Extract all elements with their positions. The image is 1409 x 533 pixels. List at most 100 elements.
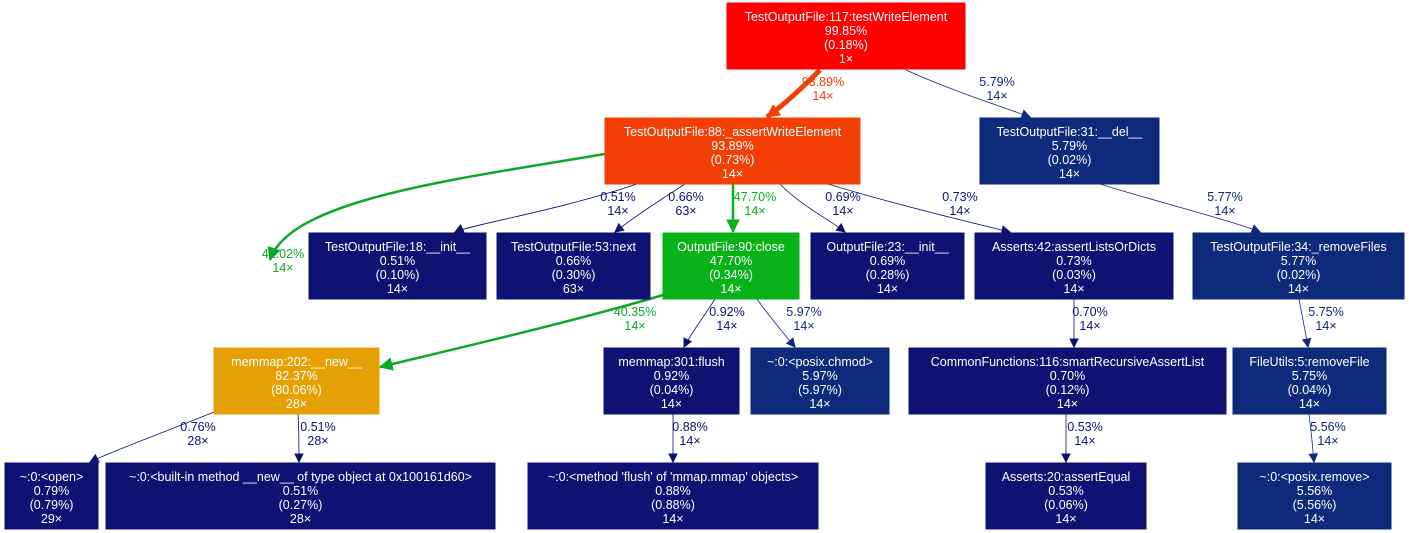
edge-count-label: 14× (1214, 204, 1235, 218)
edge-percent-label: 5.77% (1207, 190, 1242, 204)
edge-arrowhead (1061, 453, 1071, 464)
call-node-test117[interactable]: TestOutputFile:117:testWriteElement99.85… (726, 2, 966, 70)
node-function-name: TestOutputFile:34:_removeFiles (1210, 240, 1386, 254)
edge-arrowhead (785, 337, 796, 348)
call-node-chmod[interactable]: ~:0:<posix.chmod>5.97%(5.97%)14× (750, 347, 890, 415)
node-call-count: 14× (661, 397, 682, 411)
edge-arrowhead (683, 337, 693, 349)
call-node-remove34[interactable]: TestOutputFile:34:_removeFiles5.77%(0.02… (1192, 232, 1405, 300)
node-function-name: memmap:301:flush (618, 355, 724, 369)
edge-percent-label: 40.35% (614, 305, 656, 319)
call-node-memnew202[interactable]: memmap:202:__new__82.37%(80.06%)28× (213, 347, 380, 415)
edge-count-label: 14× (986, 89, 1007, 103)
call-node-smart116[interactable]: CommonFunctions:116:smartRecursiveAssert… (908, 347, 1227, 415)
edge-line (268, 152, 606, 261)
node-self-percent: (5.97%) (798, 383, 842, 397)
edge-arrowhead (1250, 224, 1262, 234)
edge-percent-label: 0.69% (825, 190, 860, 204)
node-total-percent: 5.97% (802, 369, 837, 383)
call-node-asserts42[interactable]: Asserts:42:assertListsOrDicts0.73%(0.03%… (974, 232, 1174, 300)
edge-count-label: 14× (832, 204, 853, 218)
call-node-builtin_new[interactable]: ~:0:<built-in method __new__ of type obj… (105, 462, 496, 530)
call-edge-e13: 0.70%14× (1069, 299, 1108, 349)
node-total-percent: 0.92% (654, 369, 689, 383)
edge-arrowhead (1301, 337, 1312, 349)
node-self-percent: (0.02%) (1048, 153, 1092, 167)
node-box (105, 462, 496, 530)
node-self-percent: (0.34%) (709, 268, 753, 282)
edge-arrowhead (378, 357, 394, 371)
edge-arrowhead (89, 453, 100, 463)
node-function-name: TestOutputFile:31:__del__ (997, 125, 1144, 139)
node-box (985, 462, 1147, 530)
call-edge-e9: 5.77%14× (1099, 183, 1262, 234)
node-self-percent: (0.12%) (1046, 383, 1090, 397)
call-edge-e18: 0.53%14× (1061, 414, 1103, 464)
node-total-percent: 0.70% (1050, 369, 1085, 383)
edge-count-label: 14× (744, 204, 765, 218)
node-total-percent: 0.53% (1048, 484, 1083, 498)
edge-count-label: 14× (949, 204, 970, 218)
edge-count-label: 14× (716, 319, 737, 333)
node-function-name: ~:0:<posix.chmod> (767, 355, 873, 369)
call-edge-e17: 0.88%14× (668, 414, 708, 464)
call-edge-e1: 93.89%14× (765, 68, 844, 120)
edge-line (89, 411, 215, 463)
node-self-percent: (0.06%) (1044, 498, 1088, 512)
node-box (810, 232, 965, 300)
node-function-name: ~:0:<method 'flush' of 'mmap.mmap' objec… (548, 470, 798, 484)
node-total-percent: 0.51% (283, 484, 318, 498)
node-self-percent: (0.18%) (824, 38, 868, 52)
edge-percent-label: 0.51% (600, 190, 635, 204)
call-edge-e5: 0.66%63× (614, 183, 704, 233)
call-node-posixremove[interactable]: ~:0:<posix.remove>5.56%(5.56%)14× (1237, 462, 1392, 530)
edge-arrowhead (1020, 109, 1032, 119)
edge-percent-label: 5.97% (786, 305, 821, 319)
node-self-percent: (80.06%) (271, 383, 322, 397)
edge-percent-label: 0.73% (942, 190, 977, 204)
node-self-percent: (0.88%) (651, 498, 695, 512)
call-node-del31[interactable]: TestOutputFile:31:__del__5.79%(0.02%)14× (979, 117, 1160, 185)
node-self-percent: (0.04%) (650, 383, 694, 397)
node-self-percent: (0.30%) (552, 268, 596, 282)
node-call-count: 29× (41, 512, 62, 526)
node-function-name: TestOutputFile:117:testWriteElement (745, 10, 948, 24)
node-call-count: 1× (839, 52, 853, 66)
edge-arrowhead (614, 222, 625, 233)
node-total-percent: 5.77% (1281, 254, 1316, 268)
call-node-oinit23[interactable]: OutputFile:23:__init__0.69%(0.28%)14× (810, 232, 965, 300)
node-total-percent: 5.79% (1052, 139, 1087, 153)
edge-line (827, 183, 1011, 233)
edge-percent-label: 0.70% (1072, 305, 1107, 319)
edge-percent-label: 0.66% (668, 190, 703, 204)
call-node-init18[interactable]: TestOutputFile:18:__init__0.51%(0.10%)14… (308, 232, 487, 300)
edge-line (454, 183, 638, 233)
node-self-percent: (0.03%) (1052, 268, 1096, 282)
node-total-percent: 82.37% (275, 369, 317, 383)
edge-count-label: 63× (675, 204, 696, 218)
node-call-count: 14× (662, 512, 683, 526)
node-self-percent: (0.10%) (376, 268, 420, 282)
call-node-mmapflush[interactable]: ~:0:<method 'flush' of 'mmap.mmap' objec… (527, 462, 819, 530)
node-self-percent: (0.27%) (279, 498, 323, 512)
edge-percent-label: 0.53% (1067, 420, 1102, 434)
call-edge-e16: 0.51%28× (294, 413, 336, 464)
node-call-count: 14× (722, 167, 743, 181)
call-node-open[interactable]: ~:0:<open>0.79%(0.79%)29× (4, 462, 99, 530)
node-box (308, 232, 487, 300)
edge-arrowhead (1308, 453, 1319, 464)
call-node-assert88[interactable]: TestOutputFile:88:_assertWriteElement93.… (604, 117, 861, 185)
edge-arrowhead (1069, 338, 1079, 349)
node-box (4, 462, 99, 530)
node-total-percent: 47.70% (710, 254, 752, 268)
node-total-percent: 0.79% (34, 484, 69, 498)
node-box (527, 462, 819, 530)
node-total-percent: 99.85% (825, 24, 867, 38)
edge-arrowhead (267, 245, 281, 262)
node-self-percent: (0.73%) (711, 153, 755, 167)
